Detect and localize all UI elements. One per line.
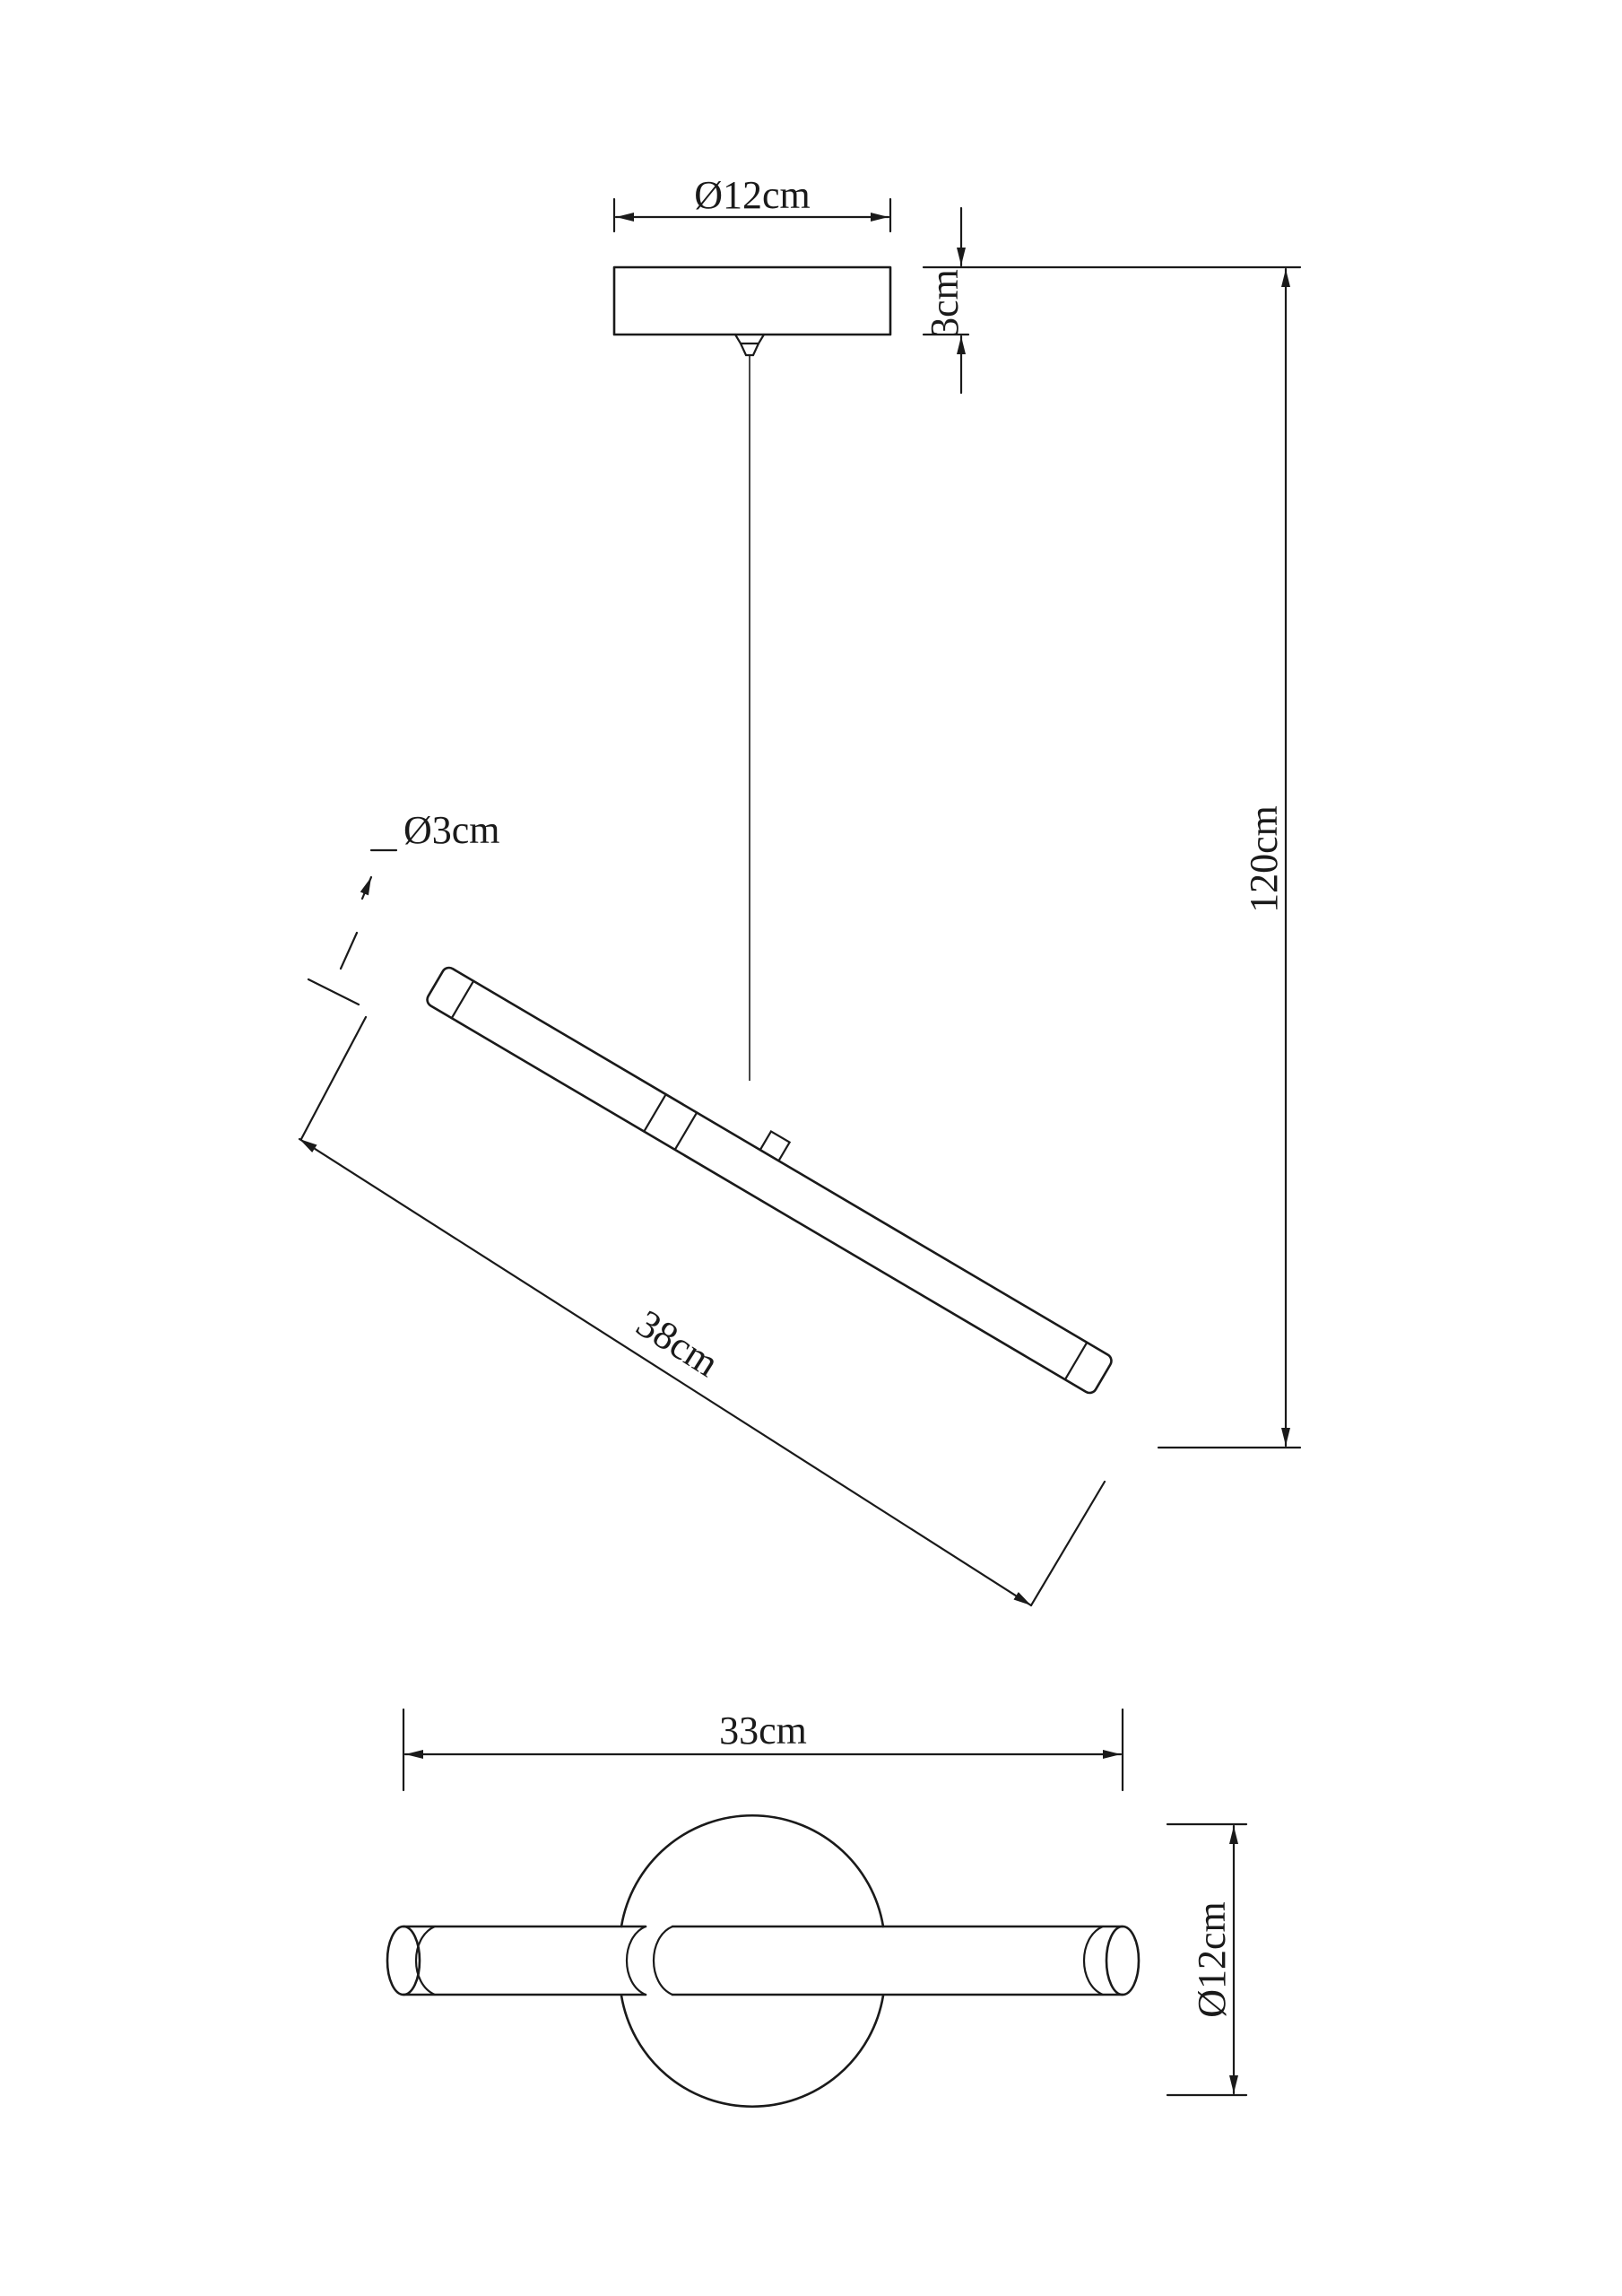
- top-width-dimension: 33cm: [402, 1708, 1124, 1792]
- tube-diameter-label: Ø3cm: [403, 808, 500, 852]
- top-view: 33cm Ø12cm: [386, 1708, 1248, 2109]
- top-left-tube: [386, 1925, 647, 1996]
- top-width-label: 33cm: [719, 1709, 807, 1752]
- canopy-diameter-dimension: Ø12cm: [612, 173, 892, 233]
- tube-length-dimension: 38cm: [298, 1015, 1106, 1607]
- ceiling-canopy: [612, 265, 892, 336]
- top-diameter-label: Ø12cm: [1190, 1901, 1234, 2018]
- total-height-label: 120cm: [1242, 805, 1286, 913]
- top-diameter-dimension: Ø12cm: [1166, 1822, 1248, 2097]
- top-right-tube: [653, 1925, 1141, 1996]
- side-elevation: Ø12cm 3cm 120cm Ø3cm: [298, 173, 1302, 1607]
- total-height-dimension: 120cm: [967, 265, 1302, 1449]
- tilted-light-tube: [426, 966, 1113, 1395]
- tube-length-label: 38cm: [629, 1301, 726, 1386]
- canopy-diameter-label: Ø12cm: [694, 173, 811, 217]
- tube-diameter-dimension: Ø3cm: [307, 808, 500, 1006]
- cord-fitting: [733, 333, 766, 357]
- top-canopy-circle: [620, 1813, 885, 1928]
- canopy-height-label: 3cm: [923, 269, 967, 337]
- canopy-height-dimension: 3cm: [922, 206, 970, 395]
